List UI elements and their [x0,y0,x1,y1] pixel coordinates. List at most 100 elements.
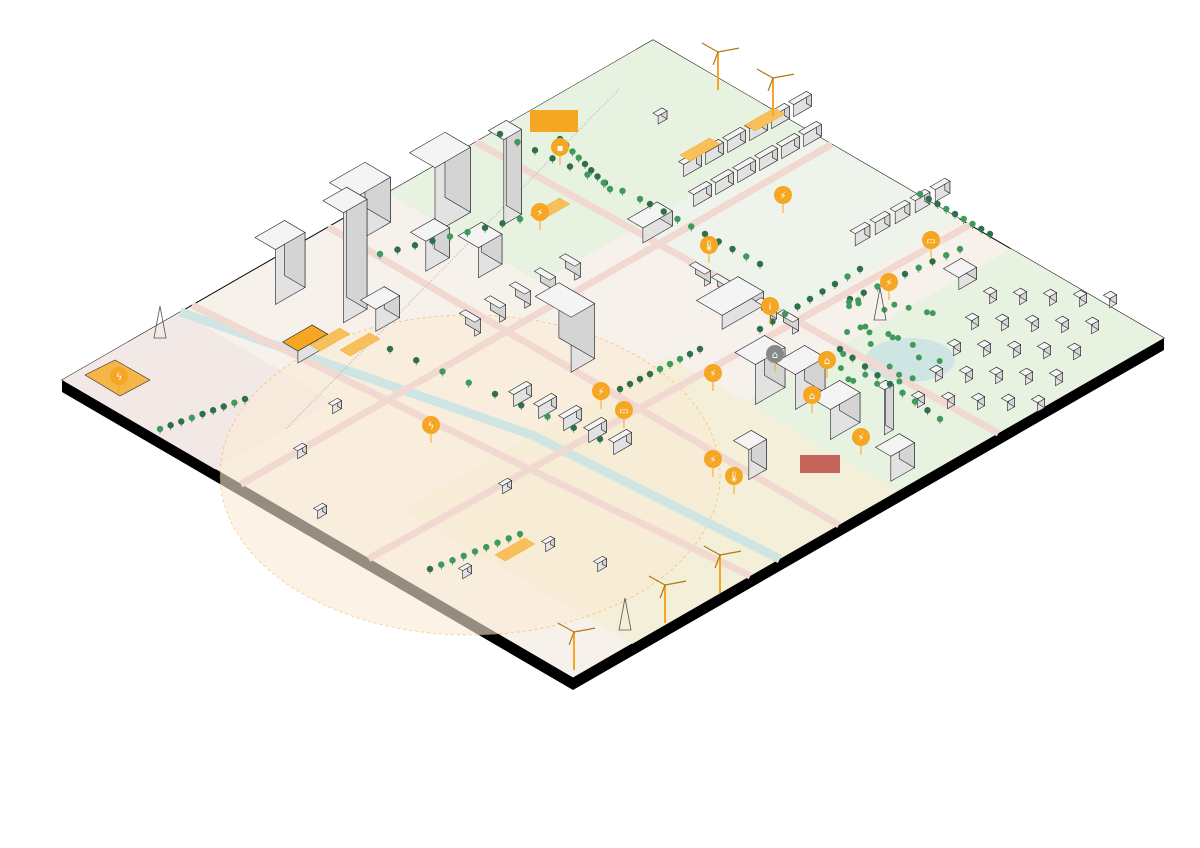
wind-turbine-icon [703,545,742,593]
green-zone-south [744,248,1164,491]
row-house [688,261,712,287]
tree [660,208,667,215]
tree [905,304,912,311]
building-roof [508,281,532,295]
row-house [869,210,891,236]
tree [413,357,420,364]
farm-shed [312,502,328,520]
building-roof [942,258,978,278]
detached-house [928,364,944,383]
farm-shed [540,535,556,553]
tree [943,252,950,259]
tree [956,245,964,253]
marker-circle [803,386,821,404]
wind-turbine-icon [648,575,687,623]
detached-house [1102,290,1118,309]
factory-icon [530,110,578,132]
tree [831,280,839,288]
farm-shed [292,442,308,460]
tree [781,310,789,318]
apartment [732,429,768,481]
wind-turbine-icon [557,622,596,670]
tree [923,309,930,316]
building-roof [1006,340,1022,350]
turbine-blade [573,627,596,633]
tree [606,185,614,193]
turbine-blade [772,73,795,79]
tree [701,230,709,238]
road-1 [366,221,972,562]
detached-house [1036,341,1052,360]
farm-shed [497,477,513,495]
row-house [583,416,607,444]
building-roof [1012,287,1028,297]
building-roof [458,309,482,323]
marker-circle [531,203,549,221]
tree [518,402,525,409]
lightning-icon: ϟ [422,416,440,443]
building-roof [732,430,768,450]
tree [969,220,976,228]
building-roof [583,417,607,431]
building-roof [874,433,916,457]
turbine-blade [717,47,740,53]
building-roof [1036,341,1052,351]
building-roof [722,127,746,141]
tree [619,187,626,195]
tree [806,295,814,303]
ev-charging-icon: ⚡ [774,186,792,213]
tree [866,329,873,336]
tree [549,155,556,162]
tree [429,237,436,245]
info-icon: i [761,297,779,324]
tree [929,310,936,317]
thermometer-icon: 🌡 [725,467,743,494]
marker-circle [592,382,610,400]
row-house [754,144,778,172]
tree [886,380,894,388]
factory-icon: ▪ [551,138,569,165]
building-roof [710,169,734,183]
building-roof [976,339,992,349]
solar-panel-field [744,107,786,132]
tree [794,303,801,310]
detached-house [1048,368,1064,387]
tree [924,407,931,414]
detached-house [1030,394,1046,413]
ev-charging-icon: ⚡ [704,364,722,391]
tree [911,398,919,405]
home-icon: ⌂ [818,351,836,378]
tree [516,530,524,538]
tree [986,230,994,238]
marker-circle [704,364,722,382]
tree [688,223,695,230]
tree [916,190,924,198]
marker-glyph: 🌡 [728,471,741,483]
marker-circle [852,428,870,446]
tree [676,355,684,363]
building-roof [627,201,673,229]
road-4 [190,302,752,580]
building-roof [1054,315,1070,325]
building-roof [312,502,328,512]
tree [861,363,869,370]
building-roof [408,131,472,169]
tree [483,543,490,551]
turbine-blade [568,631,575,646]
tree [646,370,654,378]
lightning-icon: ϟ [110,367,128,394]
tree [951,210,959,218]
tree [936,415,944,423]
turbine-blade [701,42,719,53]
ev-charging-icon: ⚡ [704,450,722,477]
detached-house [970,392,986,411]
tree [686,350,694,358]
building-roof [940,391,956,401]
wind-turbine-icon [701,42,740,90]
green-zone-north [387,40,807,283]
marker-glyph: ⚡ [857,433,864,444]
building-roof [788,91,812,105]
ev-charging-icon: ⚡ [531,203,549,230]
turbine-blade [664,580,687,586]
tree [616,385,624,393]
